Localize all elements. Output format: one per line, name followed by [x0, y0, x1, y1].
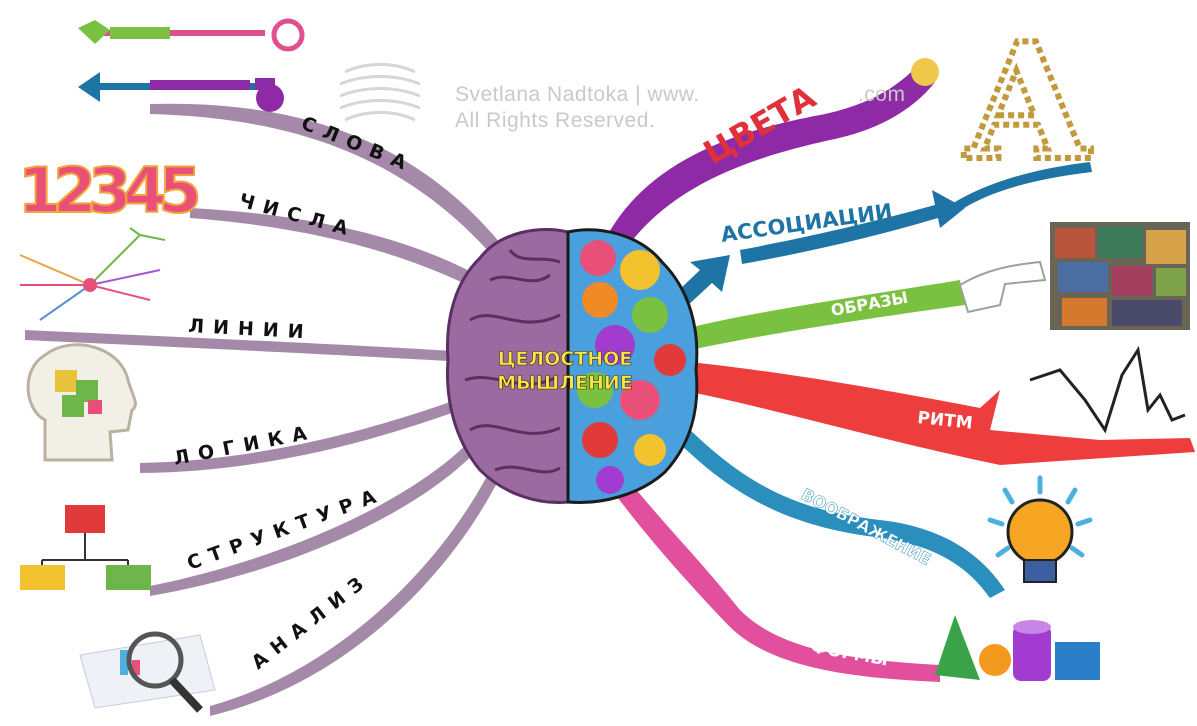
brain: ЦЕЛОСТНОЕ МЫШЛЕНИЕ [446, 227, 699, 505]
branch-associacii-end [950, 162, 1092, 212]
label-analiz: АНАЛИЗ [248, 568, 375, 674]
branch-chisla [190, 208, 495, 295]
photo-collage-icon [1050, 222, 1190, 330]
watermark-line2: All Rights Reserved. [455, 109, 656, 132]
watermark-line1: Svetlana Nadtoka | www. .com [455, 83, 906, 106]
right-branches [600, 58, 1195, 682]
branch-slova [150, 103, 510, 262]
magnifier-analysis-icon [79, 631, 216, 713]
branch-formy [605, 470, 940, 682]
light-bulb-icon [987, 475, 1093, 583]
center-title-line1: ЦЕЛОСТНОЕ [498, 348, 632, 370]
branch-obrazy [680, 280, 965, 350]
left-branches [25, 103, 511, 716]
branch-ritm [690, 362, 1195, 465]
3d-shapes-icon [935, 615, 1100, 681]
branch-logika [140, 395, 474, 473]
branch-struktura [150, 430, 490, 596]
branch-linii [25, 330, 470, 362]
pulse-line-icon [1029, 345, 1186, 434]
keys-icon [78, 18, 305, 112]
pencil-tip [911, 58, 939, 86]
head-puzzle-icon [26, 343, 137, 462]
watermark-logo-icon [339, 63, 421, 122]
pointing-hand-icon [958, 260, 1047, 314]
structure-chart-icon [20, 505, 151, 590]
branch-associacii [740, 190, 965, 264]
numbers-icon: 12345 [18, 154, 198, 227]
branch-cveta [600, 65, 935, 265]
letter-a-icon: A [963, 8, 1091, 196]
center-title-line2: МЫШЛЕНИЕ [497, 372, 633, 394]
neuron-lines-icon [19, 227, 166, 321]
watermark: Svetlana Nadtoka | www. .com All Rights … [455, 82, 905, 134]
